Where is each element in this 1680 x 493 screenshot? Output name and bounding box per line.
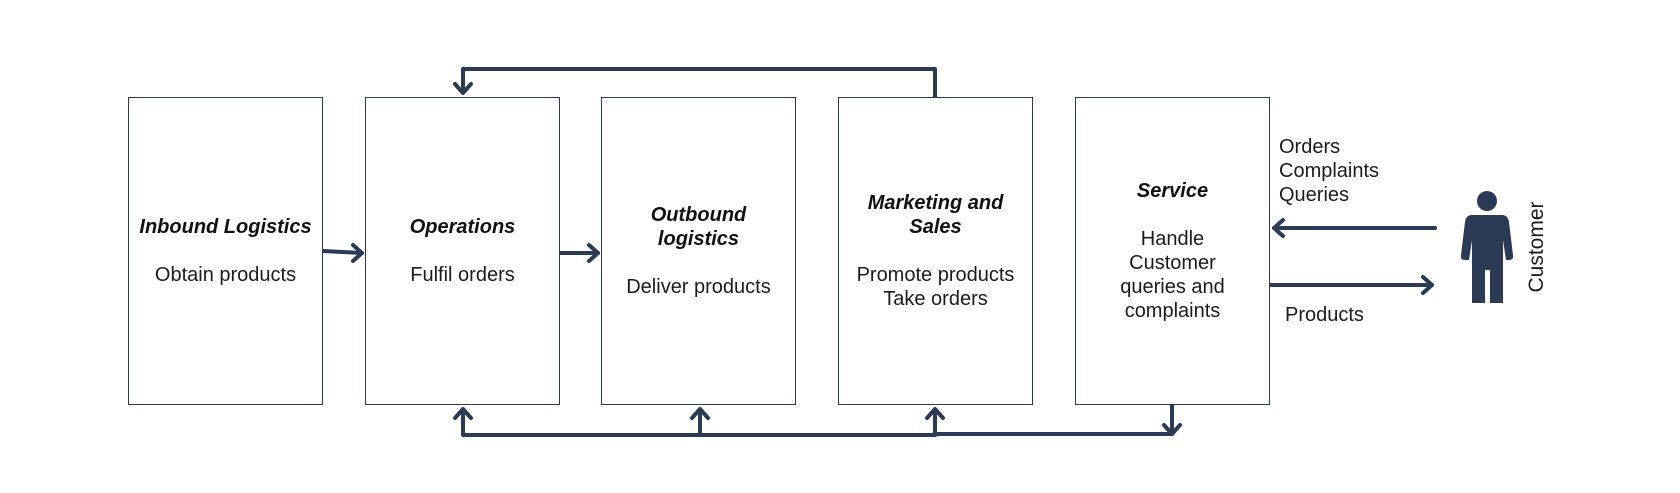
- box-title: Inbound Logistics: [139, 216, 312, 238]
- marketing-and-sales-box: Marketing and Sales Promote products Tak…: [838, 97, 1033, 405]
- inbound-logistics-box: Inbound Logistics Obtain products: [128, 97, 323, 405]
- box-description: Handle Customer queries and complaints: [1120, 228, 1225, 322]
- customer-inputs-list: Orders Complaints Queries: [1279, 135, 1379, 207]
- service-box: Service Handle Customer queries and comp…: [1075, 97, 1270, 405]
- feedback-line-marketing-to-operations: [461, 67, 937, 99]
- arrowhead-service-bottom: [1162, 423, 1182, 436]
- arrowhead-operations-to-outbound: [587, 243, 600, 263]
- arrowhead-inbound-to-operations: [351, 243, 364, 263]
- box-description: Deliver products: [626, 276, 771, 298]
- box-title: Outbound logistics: [650, 204, 747, 250]
- arrowhead-service-to-customer: [1421, 275, 1434, 295]
- arrowhead-operations-top: [453, 82, 473, 95]
- customer-input-complaints: Complaints: [1279, 160, 1380, 182]
- arrowhead-customer-to-service: [1272, 218, 1285, 238]
- arrow-inbound-to-operations: [321, 249, 364, 255]
- arrowhead-outbound-bottom: [690, 407, 710, 420]
- customer-input-queries: Queries: [1279, 184, 1350, 206]
- operations-box: Operations Fulfil orders: [365, 97, 560, 405]
- arrowhead-operations-bottom: [453, 407, 473, 420]
- box-description: Fulfil orders: [410, 264, 515, 286]
- customer-input-orders: Orders: [1279, 136, 1341, 158]
- box-description: Obtain products: [154, 264, 297, 286]
- box-description: Promote products Take orders: [856, 264, 1015, 310]
- customer-label: Customer: [1525, 201, 1548, 293]
- person-icon: [1460, 191, 1514, 303]
- outbound-logistics-box: Outbound logistics Deliver products: [601, 97, 796, 405]
- box-title: Service: [1136, 180, 1209, 202]
- products-output-label: Products: [1285, 304, 1364, 326]
- box-title: Operations: [409, 216, 516, 238]
- arrowhead-marketing-bottom: [925, 407, 945, 420]
- bottom-feedback-line: [461, 403, 1174, 437]
- box-title: Marketing and Sales: [867, 192, 1004, 238]
